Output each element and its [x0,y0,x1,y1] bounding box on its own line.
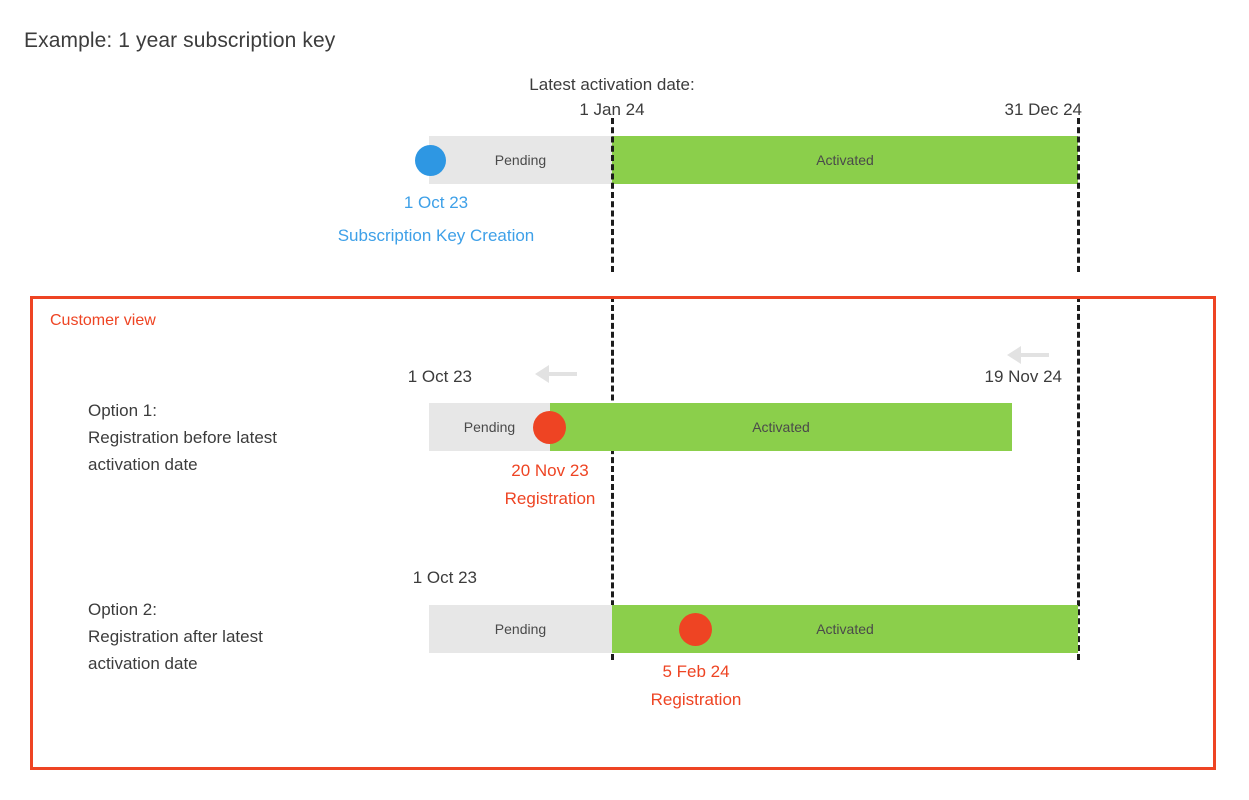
creation-date-label: 1 Oct 23 [403,193,469,212]
option-1-end-date-label: 19 Nov 24 [984,367,1063,386]
option-1-segment-activated: Activated [550,403,1012,451]
option-2-segment-pending: Pending [429,605,612,653]
master-segment-pending: Pending [429,136,612,184]
option-2-start-date-label: 1 Oct 23 [412,568,477,587]
option-1-segment-pending: Pending [429,403,550,451]
option-2-description: Registration after latest activation dat… [88,627,263,673]
option-1-segment-activated-label: Activated [752,419,810,435]
master-timeline-bar: Pending Activated [429,136,1078,184]
page-title: Example: 1 year subscription key [24,29,336,52]
timeline-end-date-label: 31 Dec 24 [1004,100,1083,119]
option-1-segment-pending-label: Pending [463,419,516,435]
option-2-registration-caption-label: Registration [650,690,742,709]
option-1-registration-caption-label: Registration [504,489,596,508]
option-1-start-date-label: 1 Oct 23 [407,367,472,386]
subscription-key-creation-dot [415,145,446,176]
option-1-registration-dot [533,411,566,444]
option-1-registration-date-label: 20 Nov 23 [511,461,589,480]
arrow-left-icon [535,365,577,383]
option-2-bar: Pending Activated [429,605,1078,653]
option-2-segment-activated-label: Activated [816,621,874,637]
arrow-left-icon [1007,346,1049,364]
option-1-bar: Pending Activated [429,403,1012,451]
guide-line-end-date-top [1077,118,1080,272]
creation-caption-label: Subscription Key Creation [337,226,535,245]
option-1-heading: Option 1: [88,401,157,420]
customer-view-panel [30,296,1216,770]
master-segment-pending-label: Pending [494,152,547,168]
option-2-segment-pending-label: Pending [494,621,547,637]
guide-line-latest-activation-top [611,118,614,272]
customer-view-label: Customer view [50,312,156,329]
latest-activation-caption: Latest activation date: [529,75,695,94]
option-2-heading: Option 2: [88,600,157,619]
option-2-registration-date-label: 5 Feb 24 [662,662,730,681]
guide-line-latest-activation-bottom [611,296,614,660]
option-1-description: Registration before latest activation da… [88,428,277,474]
guide-line-end-date-bottom [1077,296,1080,660]
master-segment-activated: Activated [612,136,1078,184]
latest-activation-date-label: 1 Jan 24 [579,100,645,119]
option-2-registration-dot [679,613,712,646]
master-segment-activated-label: Activated [816,152,874,168]
